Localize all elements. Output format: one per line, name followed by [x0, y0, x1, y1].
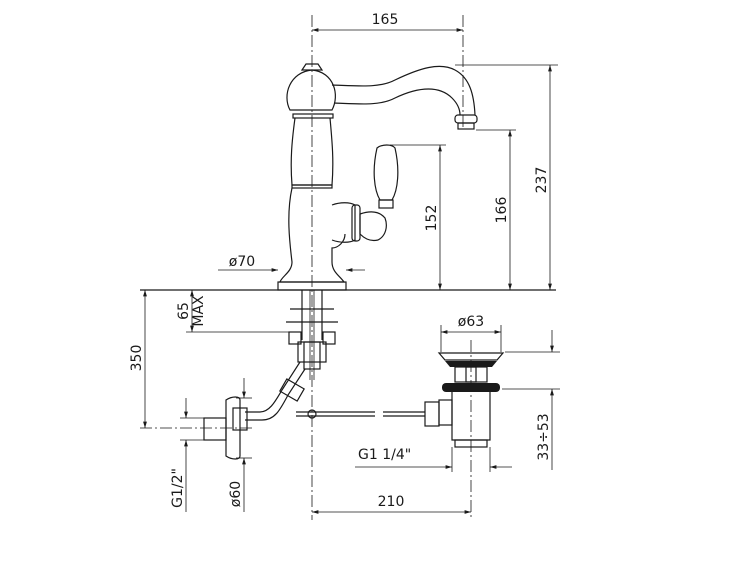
dimension-g1-1-4: G1 1/4" — [355, 447, 512, 472]
dim-label-166: 166 — [494, 197, 510, 224]
dim-label-350: 350 — [129, 345, 145, 372]
dimension-350: 350 — [129, 290, 147, 428]
under-deck-fittings — [203, 290, 440, 460]
dimension-210: 210 — [312, 494, 471, 514]
dimension-o70: ø70 — [218, 254, 365, 272]
dim-label-max: MAX — [191, 295, 207, 327]
dim-label-65: 65 — [176, 302, 192, 320]
pop-up-waste — [437, 352, 505, 448]
dim-label-o60: ø60 — [228, 481, 244, 507]
dimension-o63: ø63 — [440, 314, 502, 352]
dimension-o60: ø60 — [228, 378, 252, 512]
dimension-237: 237 — [455, 64, 558, 290]
dim-label-g1-1-4: G1 1/4" — [358, 447, 411, 463]
dimension-166: 166 — [476, 129, 516, 290]
dim-label-g1-2: G1/2" — [170, 468, 186, 508]
dim-label-165: 165 — [372, 12, 399, 28]
dimension-33-53: 33÷53 — [502, 330, 560, 470]
faucet-body — [277, 63, 478, 291]
dimension-g1-2: G1/2" — [170, 398, 204, 512]
dimension-65-max: 65 MAX — [176, 290, 292, 333]
dim-label-33-53: 33÷53 — [536, 413, 552, 460]
dimension-165: 165 — [312, 12, 463, 32]
centerlines — [140, 15, 472, 520]
dimension-152: 152 — [390, 144, 446, 290]
dim-label-152: 152 — [424, 205, 440, 232]
dim-label-o70: ø70 — [229, 254, 255, 270]
dim-label-210: 210 — [378, 494, 405, 510]
dim-label-237: 237 — [534, 167, 550, 194]
dim-label-o63: ø63 — [458, 314, 484, 330]
